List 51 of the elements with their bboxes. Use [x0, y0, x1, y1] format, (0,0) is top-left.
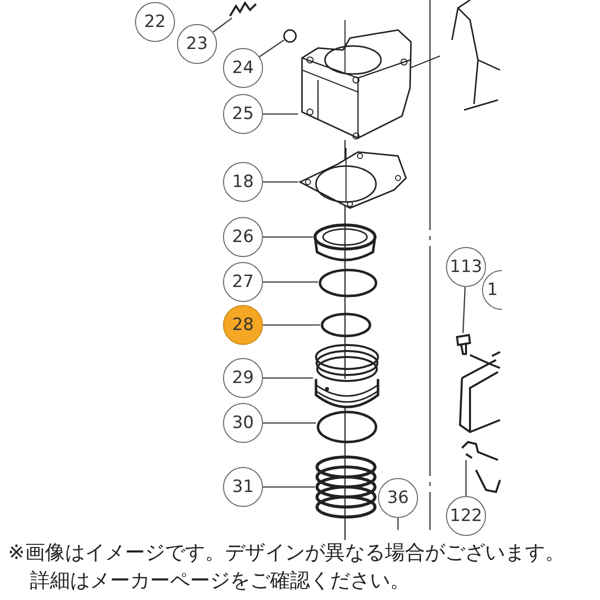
gasket-drawing [298, 148, 408, 210]
callout-number: 30 [232, 413, 254, 433]
callout-number: 24 [232, 58, 254, 78]
leader-line [263, 486, 315, 488]
callout-circle [378, 478, 418, 518]
leader-line [263, 113, 298, 115]
callout-circle [223, 262, 263, 302]
callout-number: 18 [232, 172, 254, 192]
callout-number: 31 [232, 477, 254, 497]
note-text: 詳細はメーカーページをご確認ください。 [30, 570, 410, 590]
callout-number: 23 [186, 34, 208, 54]
callout-circle [135, 2, 175, 42]
pin-drawing [282, 28, 298, 44]
callout-number: 27 [232, 272, 254, 292]
callout-number: 36 [387, 488, 409, 508]
callout-number: 22 [144, 12, 166, 32]
callout-number: 113 [450, 257, 482, 277]
leader-line [263, 236, 313, 238]
callout-circle [223, 162, 263, 202]
o-ring-drawing [320, 312, 372, 338]
leader-line [465, 460, 467, 496]
leader-line [259, 39, 284, 58]
callout-circle [446, 496, 486, 536]
callout-circle [223, 358, 263, 398]
callout-number: 122 [450, 506, 482, 526]
callout-circle [223, 94, 263, 134]
leader-line [397, 518, 399, 530]
leader-line [212, 17, 232, 33]
callout-number: 29 [232, 368, 254, 388]
callout-circle [223, 217, 263, 257]
callout-number: 1 [487, 280, 498, 300]
callout-circle [223, 48, 263, 88]
leader-line [462, 286, 466, 334]
callout-circle [223, 467, 263, 507]
leader-line [263, 377, 313, 379]
callout-number: 26 [232, 227, 254, 247]
leader-line [263, 422, 316, 424]
leader-line [263, 181, 298, 183]
leader-line [263, 324, 320, 326]
note-text: ※画像はイメージです。デザインが異なる場合がございます。 [8, 542, 565, 562]
seal-drawing [313, 222, 378, 264]
callout-circle [223, 403, 263, 443]
o-ring-drawing [316, 410, 378, 444]
callout-circle [446, 247, 486, 287]
o-ring-drawing [318, 268, 378, 298]
callout-number: 28 [232, 315, 254, 335]
leader-line [263, 281, 318, 283]
screw-drawing [455, 333, 471, 355]
callout-circle [223, 305, 263, 345]
callout-number: 25 [232, 104, 254, 124]
callout-circle [177, 24, 217, 64]
